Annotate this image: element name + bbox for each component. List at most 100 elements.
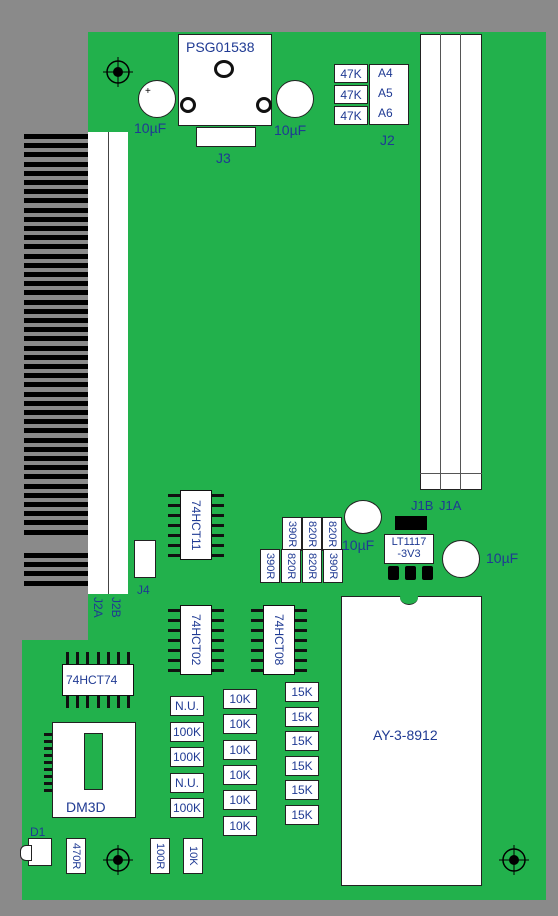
resistor-value: 390R [286,520,298,548]
resistor-value: 820R [306,520,318,548]
ic-pin [96,652,100,664]
ic-pin [106,652,110,664]
ic-pin [168,628,180,632]
ic-pin [251,638,263,642]
ic-74hct74 [62,664,134,696]
psg-hole-icon [180,97,196,113]
capacitor-c4 [442,540,480,578]
resistor-value: 390R [327,552,339,580]
resistor-col-b: 10K [223,790,257,811]
resistor-col-a: 100K [170,798,204,818]
resistor-col-c: 15K [285,755,319,776]
resistor-vertical: 820R [302,549,322,583]
edge-contact [24,244,88,250]
edge-contact [24,502,88,507]
resistor-vertical: 820R [322,517,342,551]
ic-pin [295,658,307,662]
ic-pin [212,658,224,662]
resistor-100r: 100R [150,838,170,874]
resistor-col-c: 15K [285,682,319,702]
ic-pin [295,608,307,612]
resistor-col-a: 100K [170,747,204,767]
resistor-vertical: 390R [282,517,302,551]
ic-74hct08-label: 74HCT08 [272,614,286,666]
edge-contact [24,170,88,176]
ic-pin [117,652,121,664]
edge-contact [24,198,88,204]
ic-pin [212,618,224,622]
ic-pin [168,648,180,652]
j2-header [369,64,409,125]
jumper-bar [395,516,427,530]
resistor-col-b: 10K [223,714,257,735]
ic-pin [251,618,263,622]
edge-contact [24,308,88,314]
ic-pin [295,618,307,622]
right-connector-footer-line [420,473,482,474]
ic-pin [168,618,180,622]
ic-pin [212,638,224,642]
capacitor-c4-value: 10µF [486,550,519,566]
card-pin [44,775,52,778]
ic-pin [75,652,79,664]
edge-contact [24,391,88,397]
ic-pin [96,696,100,708]
ic-pin [251,668,263,672]
ic-pin [251,628,263,632]
edge-contact [24,520,88,526]
ic-pin [168,553,180,557]
j1a-label: J1A [439,498,462,513]
ic-pin [212,543,224,547]
ic-pin [212,523,224,527]
edge-contact [24,483,88,489]
mounting-hole-icon [499,845,529,875]
edge-contact [24,529,88,535]
j4-label: J4 [137,583,150,597]
edge-contact [24,428,88,434]
ic-pin [168,543,180,547]
ic-pin [212,513,224,517]
regulator-pin [388,566,399,580]
resistor-col-b: 10K [223,815,257,836]
j2-resistor: 47K [334,85,368,104]
edge-contact [24,290,88,296]
ic-74hct08 [263,605,295,675]
right-connector [420,34,482,490]
ic-pin [106,696,110,708]
ic-74hct02-label: 74HCT02 [189,614,203,666]
psg-hole-icon [214,60,234,78]
card-pin [44,789,52,792]
mounting-hole-icon [103,57,133,87]
ic-74hct11 [180,490,212,560]
resistor-value: 820R [306,552,318,580]
ic-pin [127,652,131,664]
j3-label: J3 [216,150,231,166]
capacitor-c2-value: 10µF [274,122,307,138]
ic-pin [251,608,263,612]
ic-pin [212,668,224,672]
edge-contact [24,553,88,558]
j1b-label: J1B [411,498,434,513]
ic-pin [86,652,90,664]
psg-connector-label: PSG01538 [186,39,255,55]
resistor-value: 820R [326,520,338,548]
edge-connector-divider [108,132,109,594]
edge-contact [24,456,88,461]
edge-contact [24,419,88,425]
edge-contact [24,373,88,379]
edge-contact [24,400,88,406]
edge-contact [24,253,88,259]
diode-body [20,845,32,861]
regulator-label: LT1117 -3V3 [391,536,427,560]
ic-74hct11-label: 74HCT11 [189,500,203,551]
regulator-pin [405,566,416,580]
ic-pin [168,658,180,662]
resistor-col-c: 15K [285,731,319,751]
ic-pin [86,696,90,708]
ic-pin [295,648,307,652]
resistor-col-a: N.U. [170,696,204,716]
ic-pin [212,628,224,632]
edge-contact [24,152,88,158]
j2-label: J2 [380,132,395,148]
resistor-col-b: 10K [223,764,257,785]
